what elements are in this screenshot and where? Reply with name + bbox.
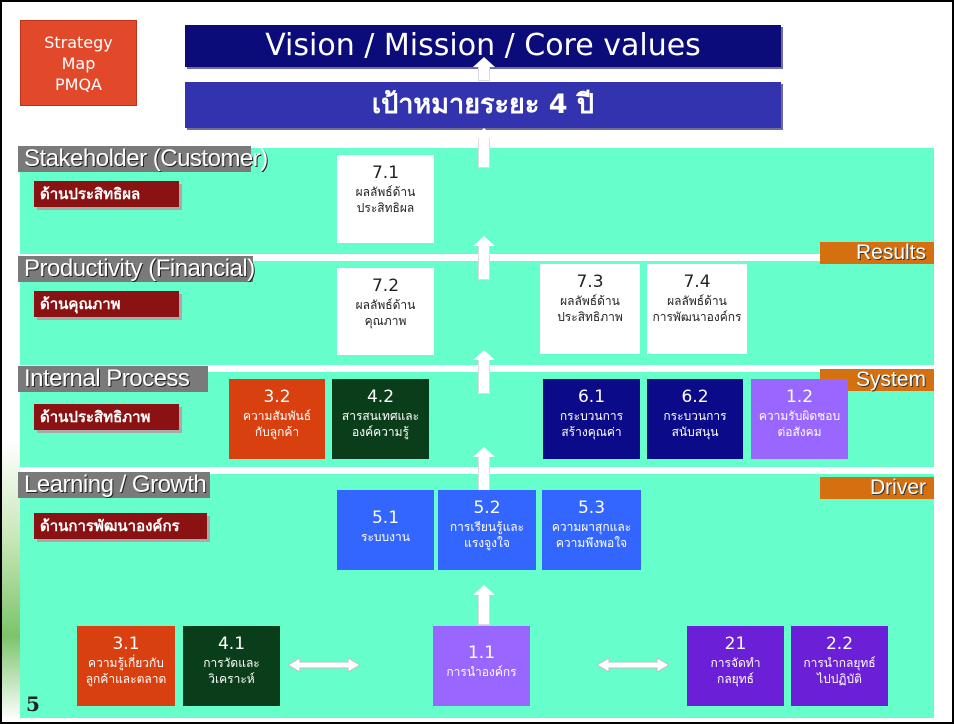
box-7-3: 7.3 ผลลัพธ์ด้าน ประสิทธิภาพ bbox=[540, 264, 640, 354]
double-arrow-icon bbox=[597, 658, 669, 672]
box-text: สารสนเทศและ bbox=[341, 409, 420, 423]
box-number: 5.1 bbox=[371, 508, 400, 528]
box-5-1: 5.1 ระบบงาน bbox=[337, 490, 434, 570]
box-text: การนำกลยุทธ์ bbox=[803, 656, 876, 670]
perspective-tag: ด้านการพัฒนาองค์กร bbox=[34, 513, 207, 539]
box-text: ผลลัพธ์ด้าน bbox=[355, 185, 416, 199]
box-number: 7.3 bbox=[576, 272, 604, 292]
driver-tag: Driver bbox=[820, 477, 934, 499]
box-text: กับลูกค้า bbox=[254, 425, 300, 439]
strategy-map-line: Strategy bbox=[44, 33, 113, 52]
box-text: กระบวนการ bbox=[663, 409, 727, 423]
box-text: ผลลัพธ์ด้าน bbox=[355, 298, 416, 312]
box-text: สร้างคุณค่า bbox=[561, 425, 622, 439]
box-number: 3.1 bbox=[112, 634, 140, 654]
box-1-2: 1.2 ความรับผิดชอบ ต่อสังคม bbox=[751, 379, 848, 459]
strategy-map-label: Strategy Map PMQA bbox=[20, 20, 137, 106]
box-text: แรงจูงใจ bbox=[464, 536, 510, 550]
box-text: ความผาสุกและ bbox=[551, 520, 632, 534]
divider-band bbox=[20, 254, 934, 261]
box-text: การจัดทำ bbox=[710, 656, 761, 670]
up-arrow-icon bbox=[473, 585, 495, 625]
box-text: ต่อสังคม bbox=[777, 425, 822, 439]
box-text: การนำองค์กร bbox=[446, 665, 517, 679]
box-number: 6.1 bbox=[577, 387, 606, 407]
up-arrow-icon bbox=[473, 447, 495, 491]
perspective-tag: ด้านประสิทธิผล bbox=[34, 181, 179, 207]
box-3-1: 3.1 ความรู้เกี่ยวกับ ลูกค้าและตลาด bbox=[77, 626, 175, 706]
box-text: ลูกค้าและตลาด bbox=[85, 672, 167, 686]
box-text: ผลลัพธ์ด้าน bbox=[667, 294, 727, 308]
box-number: 7.2 bbox=[371, 276, 400, 296]
box-7-4: 7.4 ผลลัพธ์ด้าน การพัฒนาองค์กร bbox=[647, 264, 747, 354]
box-6-2: 6.2 กระบวนการ สนับสนุน bbox=[647, 379, 743, 459]
box-3-2: 3.2 ความสัมพันธ์ กับลูกค้า bbox=[229, 379, 325, 459]
box-number: 7.1 bbox=[371, 163, 400, 183]
box-number: 4.1 bbox=[217, 634, 246, 654]
box-number: 3.2 bbox=[263, 387, 291, 407]
up-arrow-icon bbox=[473, 350, 495, 394]
box-7-1: 7.1 ผลลัพธ์ด้าน ประสิทธิผล bbox=[337, 155, 434, 243]
box-text: ผลลัพธ์ด้าน bbox=[560, 294, 620, 308]
divider-band bbox=[20, 365, 934, 372]
box-5-2: 5.2 การเรียนรู้และ แรงจูงใจ bbox=[438, 490, 536, 570]
box-2-1: 21 การจัดทำ กลยุทธ์ bbox=[687, 626, 784, 706]
box-number: 1.2 bbox=[785, 387, 814, 407]
box-4-2: 4.2 สารสนเทศและ องค์ความรู้ bbox=[332, 379, 429, 459]
box-5-3: 5.3 ความผาสุกและ ความพึงพอใจ bbox=[542, 490, 641, 570]
box-text: ประสิทธิผล bbox=[356, 201, 415, 215]
perspective-label: Stakeholder (Customer) bbox=[18, 146, 268, 172]
box-text: สนับสนุน bbox=[671, 425, 719, 439]
box-number: 4.2 bbox=[366, 387, 395, 407]
box-7-2: 7.2 ผลลัพธ์ด้าน คุณภาพ bbox=[337, 268, 434, 355]
page-number: 5 bbox=[26, 692, 40, 716]
box-text: ระบบงาน bbox=[361, 530, 410, 544]
box-text: การพัฒนาองค์กร bbox=[652, 310, 742, 324]
box-text: การเรียนรู้และ bbox=[449, 520, 525, 534]
box-number: 21 bbox=[724, 634, 747, 654]
strategy-map-line: PMQA bbox=[55, 75, 102, 94]
system-tag: System bbox=[820, 369, 934, 391]
box-text: ความรู้เกี่ยวกับ bbox=[88, 656, 164, 670]
box-text: ไปปฏิบัติ bbox=[817, 672, 862, 686]
box-text: กลยุทธ์ bbox=[717, 672, 754, 686]
perspective-tag: ด้านคุณภาพ bbox=[34, 291, 179, 317]
box-text: ความสัมพันธ์ bbox=[242, 409, 312, 423]
perspective-label: Learning / Growth bbox=[18, 472, 210, 498]
double-arrow-icon bbox=[288, 658, 360, 672]
box-number: 2.2 bbox=[825, 634, 854, 654]
perspective-label: Internal Process bbox=[18, 366, 208, 392]
divider-band bbox=[20, 467, 934, 474]
box-text: วิเคราะห์ bbox=[208, 672, 255, 686]
box-text: คุณภาพ bbox=[364, 314, 407, 328]
perspective-tag: ด้านประสิทธิภาพ bbox=[34, 404, 179, 430]
box-number: 7.4 bbox=[683, 272, 711, 292]
up-arrow-icon bbox=[473, 57, 495, 81]
box-6-1: 6.1 กระบวนการ สร้างคุณค่า bbox=[543, 379, 640, 459]
box-text: องค์ความรู้ bbox=[352, 425, 409, 439]
box-text: การวัดและ bbox=[203, 656, 260, 670]
results-tag: Results bbox=[820, 242, 934, 264]
box-number: 5.2 bbox=[473, 498, 501, 518]
box-2-2: 2.2 การนำกลยุทธ์ ไปปฏิบัติ bbox=[791, 626, 888, 706]
up-arrow-icon bbox=[473, 128, 495, 168]
goal-banner: เป้าหมายระยะ 4 ปี bbox=[185, 82, 781, 128]
box-1-1: 1.1 การนำองค์กร bbox=[433, 626, 530, 706]
perspective-label: Productivity (Financial) bbox=[18, 256, 255, 282]
box-number: 1.1 bbox=[467, 643, 496, 663]
box-number: 6.2 bbox=[681, 387, 709, 407]
box-text: ประสิทธิภาพ bbox=[557, 310, 623, 324]
strategy-map-line: Map bbox=[61, 54, 96, 73]
box-text: กระบวนการ bbox=[559, 409, 624, 423]
box-text: ความรับผิดชอบ bbox=[758, 409, 841, 423]
box-4-1: 4.1 การวัดและ วิเคราะห์ bbox=[183, 626, 280, 706]
box-text: ความพึงพอใจ bbox=[555, 536, 628, 550]
up-arrow-icon bbox=[473, 236, 495, 280]
box-number: 5.3 bbox=[577, 498, 606, 518]
